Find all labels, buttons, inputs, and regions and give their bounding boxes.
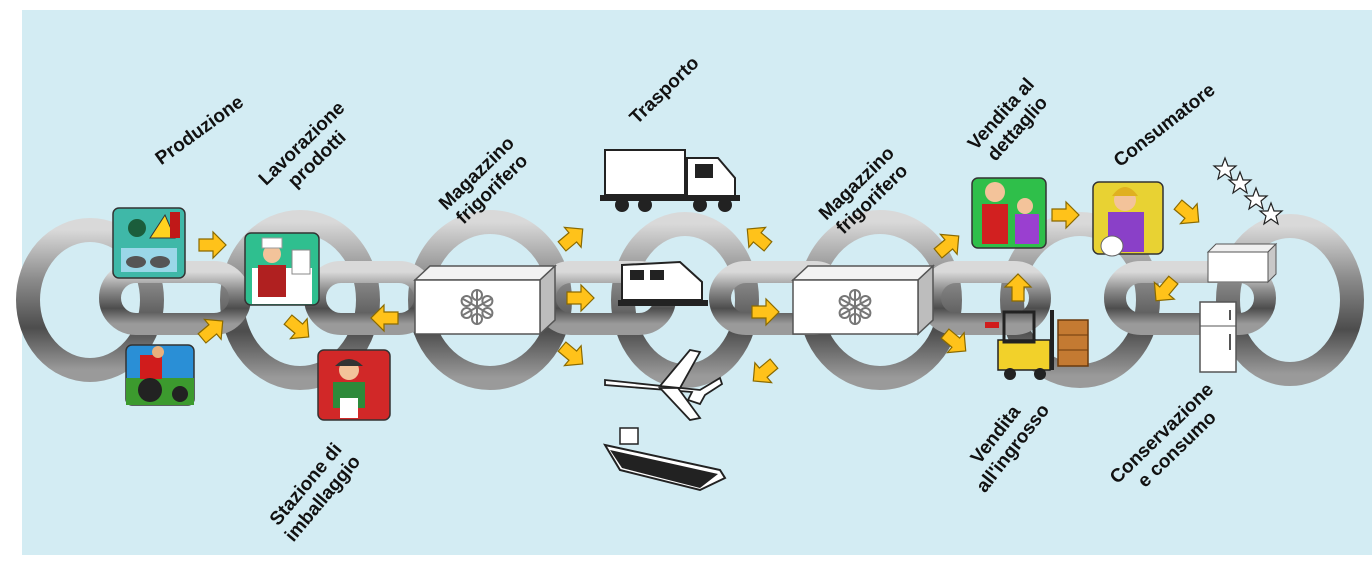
food-worker-icon — [244, 232, 320, 306]
cold-store-box-1 — [413, 264, 557, 336]
cold-store-box-2 — [791, 264, 935, 336]
packaging-worker-icon — [317, 349, 391, 421]
stars-icon — [1212, 156, 1284, 226]
farm-produce-icon — [112, 207, 186, 279]
airplane-icon — [604, 349, 724, 421]
truck-icon — [600, 149, 740, 212]
shop-couple-icon — [971, 177, 1047, 249]
train-icon — [618, 260, 708, 306]
consumer-icon — [1092, 181, 1164, 257]
freezer-chest-icon — [1206, 242, 1278, 284]
tractor-icon — [125, 344, 195, 406]
forklift-icon — [985, 310, 1089, 380]
refrigerator-icon — [1199, 301, 1237, 373]
ship-icon — [602, 427, 727, 492]
